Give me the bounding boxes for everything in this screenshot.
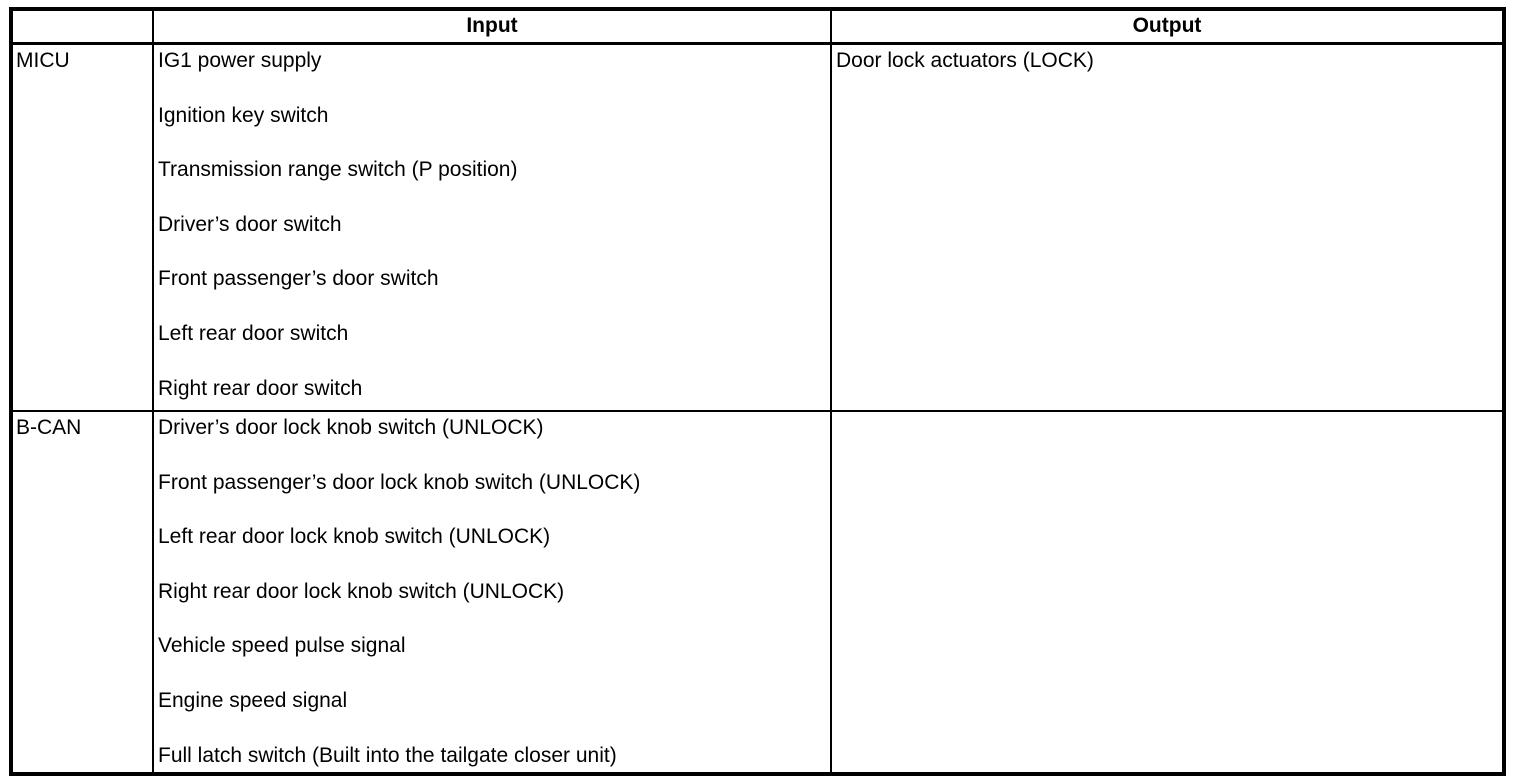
row-label-micu: MICU <box>13 42 152 410</box>
output-item: Door lock actuators (LOCK) <box>836 49 1094 72</box>
input-column-header: Input <box>152 11 830 42</box>
input-item: Left rear door switch <box>158 321 349 345</box>
input-item: Right rear door switch <box>158 376 363 400</box>
input-item: Front passenger’s door switch <box>158 267 439 291</box>
input-item: Left rear door lock knob switch (UNLOCK) <box>158 525 551 549</box>
input-item: IG1 power supply <box>158 49 322 72</box>
input-item: Transmission range switch (P position) <box>158 158 518 182</box>
bcan-outputs-cell <box>830 410 1502 772</box>
input-item: Vehicle speed pulse signal <box>158 634 406 658</box>
input-item: Full latch switch (Built into the tailga… <box>158 743 617 767</box>
output-column-header: Output <box>830 11 1502 42</box>
table-corner-cell <box>13 11 152 42</box>
row-label-bcan: B-CAN <box>13 410 152 772</box>
input-item: Driver’s door switch <box>158 212 342 236</box>
input-item: Front passenger’s door lock knob switch … <box>158 470 641 494</box>
input-item: Ignition key switch <box>158 103 329 127</box>
bcan-inputs-cell: Driver’s door lock knob switch (UNLOCK) F… <box>152 410 830 772</box>
input-item: Engine speed signal <box>158 688 348 712</box>
input-item: Right rear door lock knob switch (UNLOCK… <box>158 579 565 603</box>
micu-outputs-cell: Door lock actuators (LOCK) <box>830 42 1502 410</box>
input-item: Driver’s door lock knob switch (UNLOCK) <box>158 416 544 439</box>
